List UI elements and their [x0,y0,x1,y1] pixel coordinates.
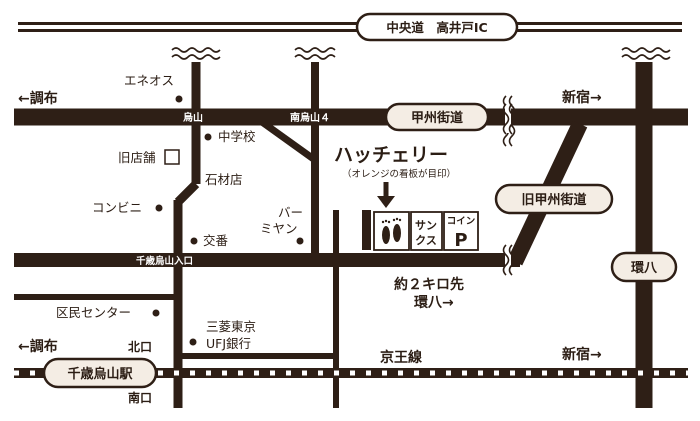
sunks-sign [410,211,443,251]
svg-text:コイン: コイン [447,216,476,227]
coin-parking-sign [443,211,479,251]
chuo-expressway: 中央道 高井戸IC [18,12,682,42]
landmark-convenience: コンビニ [92,200,163,215]
kyu-koshu-kaido-badge: 旧甲州街道 [494,183,614,215]
keio-line-label: 京王線 [380,349,422,366]
koshu-kaido-badge: 甲州街道 [384,102,490,132]
svg-text:区民センター: 区民センター [56,305,131,320]
svg-text:サン: サン [415,219,437,232]
direction-shinjuku-bottom: 新宿→ [562,346,602,363]
svg-text:コンビニ: コンビニ [92,200,142,215]
intersection-minami-karasuyama4: 南烏山４ [290,111,330,124]
svg-text:三菱東京: 三菱東京 [206,319,256,334]
station-north-exit: 北口 [128,339,152,354]
svg-text:P: P [454,230,467,251]
station-chitose-karasuyama: 千歳烏山駅 [42,357,158,389]
station-south-exit: 南口 [128,390,152,405]
river-marks [171,47,671,60]
intersection-sengawa-karasuyama: 千歳烏山入口 [136,255,193,267]
direction-shinjuku-top: 新宿→ [562,89,602,106]
kanpachi-badge: 環八 [610,251,678,283]
intersection-karasuyama: 烏山 [183,111,203,124]
svg-text:旧店舗: 旧店舗 [118,150,156,165]
svg-text:バー: バー [278,205,303,220]
distance-label: 約２キロ先 [394,276,464,293]
road-break-marks [502,95,516,276]
landmark-community-center: 区民センター [56,305,160,320]
expressway-label: 中央道 高井戸IC [386,20,487,35]
shop-hatchery: ハッチェリー （オレンジの看板が目印） サン クス コイン P [334,144,479,251]
svg-text:交番: 交番 [203,233,229,248]
footprint-icon [381,217,402,244]
landmark-eneos: エネオス [124,73,183,103]
svg-text:甲州街道: 甲州街道 [411,110,463,126]
direction-chofu-bottom: ←調布 [18,338,58,355]
landmark-old-shop: 旧店舗 [118,149,180,165]
landmark-bank: 三菱東京 UFJ銀行 [189,319,256,351]
road-network [14,62,688,408]
landmark-stone-shop: 石材店 [192,172,243,187]
svg-text:中学校: 中学校 [218,129,256,144]
distance-kanpachi: 環八→ [414,295,454,311]
landmark-bar: バー ミヤン [260,205,304,245]
landmark-police-box: 交番 [190,233,229,248]
direction-chofu-top: ←調布 [18,90,58,107]
svg-text:クス: クス [415,234,437,247]
shop-building [362,210,371,250]
landmark-junior-high: 中学校 [204,129,256,144]
shop-name: ハッチェリー [334,144,448,166]
svg-text:環八: 環八 [631,261,658,276]
svg-text:UFJ銀行: UFJ銀行 [206,336,251,351]
svg-text:エネオス: エネオス [124,73,174,88]
svg-text:旧甲州街道: 旧甲州街道 [521,192,586,208]
svg-text:千歳烏山駅: 千歳烏山駅 [67,366,133,382]
svg-text:ミヤン: ミヤン [260,221,298,236]
svg-text:石材店: 石材店 [205,172,243,187]
shop-note: （オレンジの看板が目印） [342,168,456,180]
